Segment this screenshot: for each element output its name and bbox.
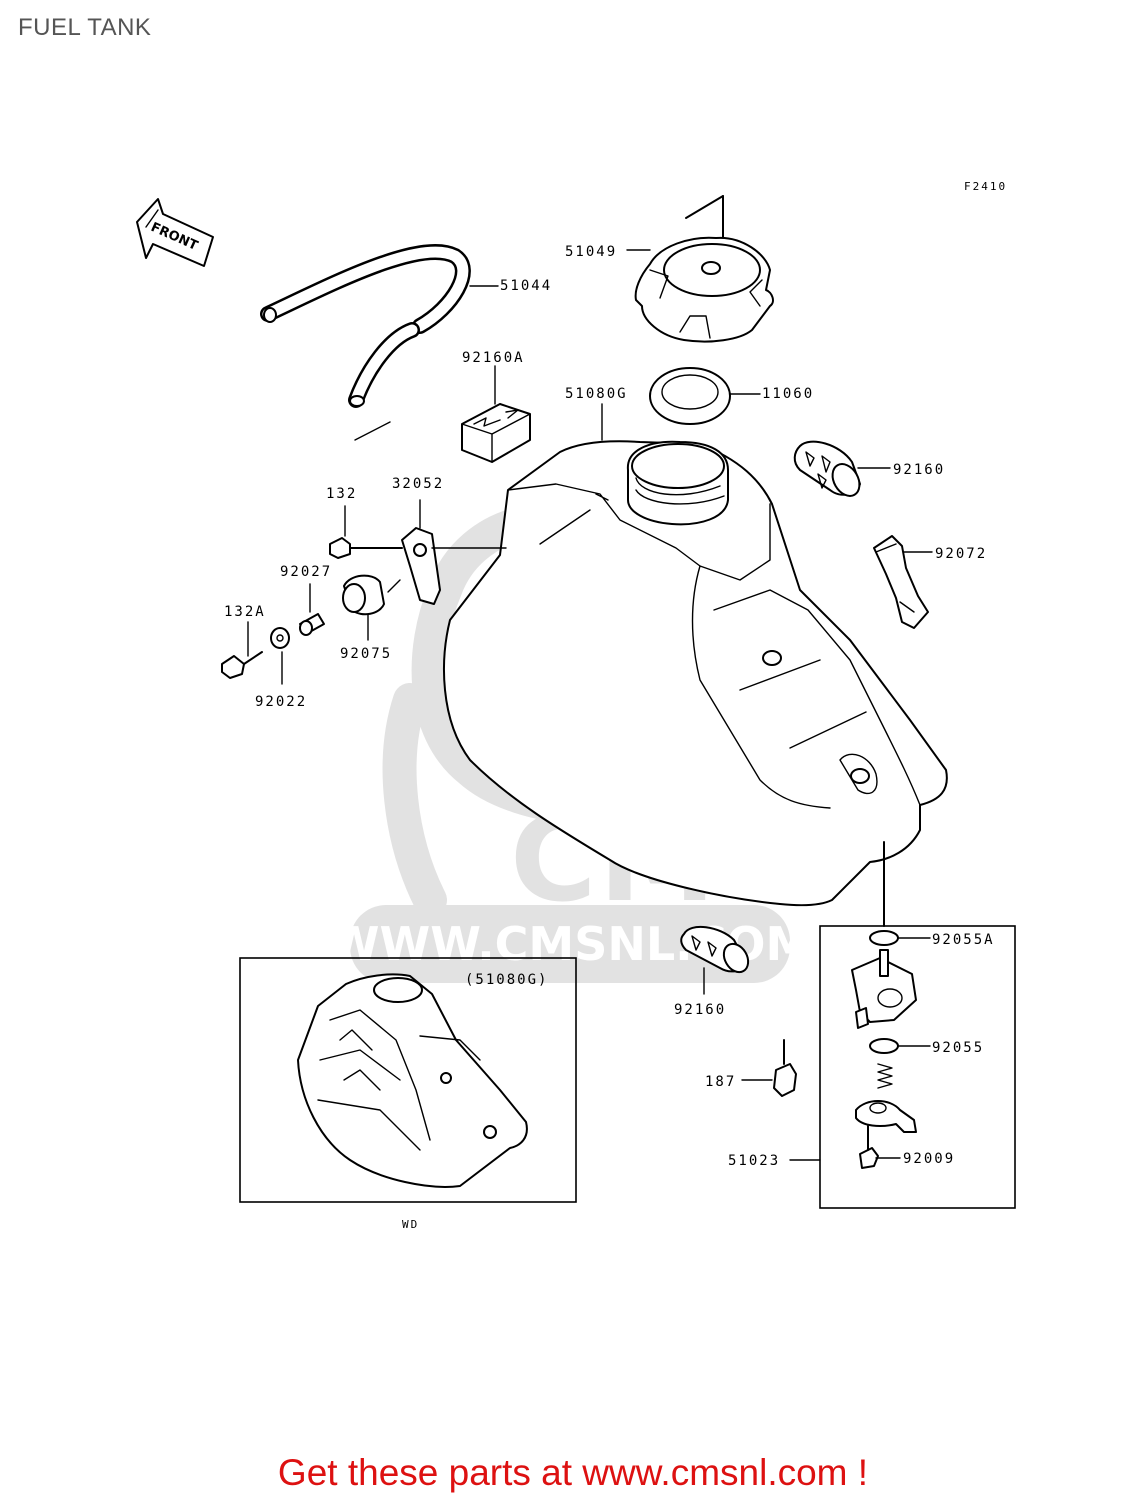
part-labels: 51049 51044 92160A 51080G 11060 92160 13…	[224, 244, 995, 1231]
oring-92055	[869, 1038, 899, 1054]
inset-wd	[239, 957, 577, 1203]
bracket-32052	[401, 499, 507, 605]
damper-92075	[342, 574, 401, 641]
clip-92160A	[461, 403, 531, 463]
label-51049: 51049	[565, 244, 617, 260]
screw-187	[741, 1039, 797, 1097]
label-92075: 92075	[340, 646, 392, 662]
label-92160-bottom: 92160	[674, 1002, 726, 1018]
label-51044: 51044	[500, 278, 552, 294]
spring	[877, 1063, 893, 1089]
inset-caption: WD	[402, 1218, 419, 1231]
label-51023: 51023	[728, 1153, 780, 1169]
label-92072: 92072	[935, 546, 987, 562]
oring-92055A	[869, 930, 899, 946]
label-92009: 92009	[903, 1151, 955, 1167]
filler-ring-11060	[649, 367, 761, 425]
filter-92160-top	[793, 440, 891, 497]
fuel-tank-51080G	[443, 403, 948, 907]
screw-92009	[859, 1125, 901, 1169]
front-direction-arrow: FRONT	[136, 198, 214, 267]
label-132: 132	[326, 486, 357, 502]
label-92022: 92022	[255, 694, 307, 710]
label-92160A: 92160A	[462, 350, 525, 366]
page-title: FUEL TANK	[18, 14, 152, 41]
label-51080G: 51080G	[565, 386, 628, 402]
fuel-cock-box	[741, 841, 1016, 1209]
collar-92027	[299, 583, 325, 636]
label-92055A: 92055A	[932, 932, 995, 948]
cock-cover	[855, 1100, 917, 1133]
label-92055: 92055	[932, 1040, 984, 1056]
fuel-tank-diagram: CMS WWW.CMSNL.COM F2410 FRONT	[136, 180, 1016, 1231]
bolt-132	[329, 505, 403, 559]
breather-hose-51044	[260, 244, 471, 441]
strap-92072	[873, 535, 933, 629]
label-92027: 92027	[280, 564, 332, 580]
label-32052: 32052	[392, 476, 444, 492]
figure-code: F2410	[964, 180, 1007, 193]
label-92160-top: 92160	[893, 462, 945, 478]
label-inset-ref: (51080G)	[465, 972, 548, 988]
washer-92022	[270, 627, 290, 685]
promo-footer-link[interactable]: Get these parts at www.cmsnl.com !	[277, 1452, 869, 1493]
label-11060: 11060	[762, 386, 814, 402]
fuel-cock-body	[851, 949, 917, 1029]
bolt-132A	[221, 621, 263, 679]
label-187: 187	[705, 1074, 736, 1090]
fuel-cap-51049	[634, 195, 774, 343]
label-132A: 132A	[224, 604, 266, 620]
watermark-banner	[350, 905, 790, 983]
filter-92160-bottom	[680, 925, 750, 995]
